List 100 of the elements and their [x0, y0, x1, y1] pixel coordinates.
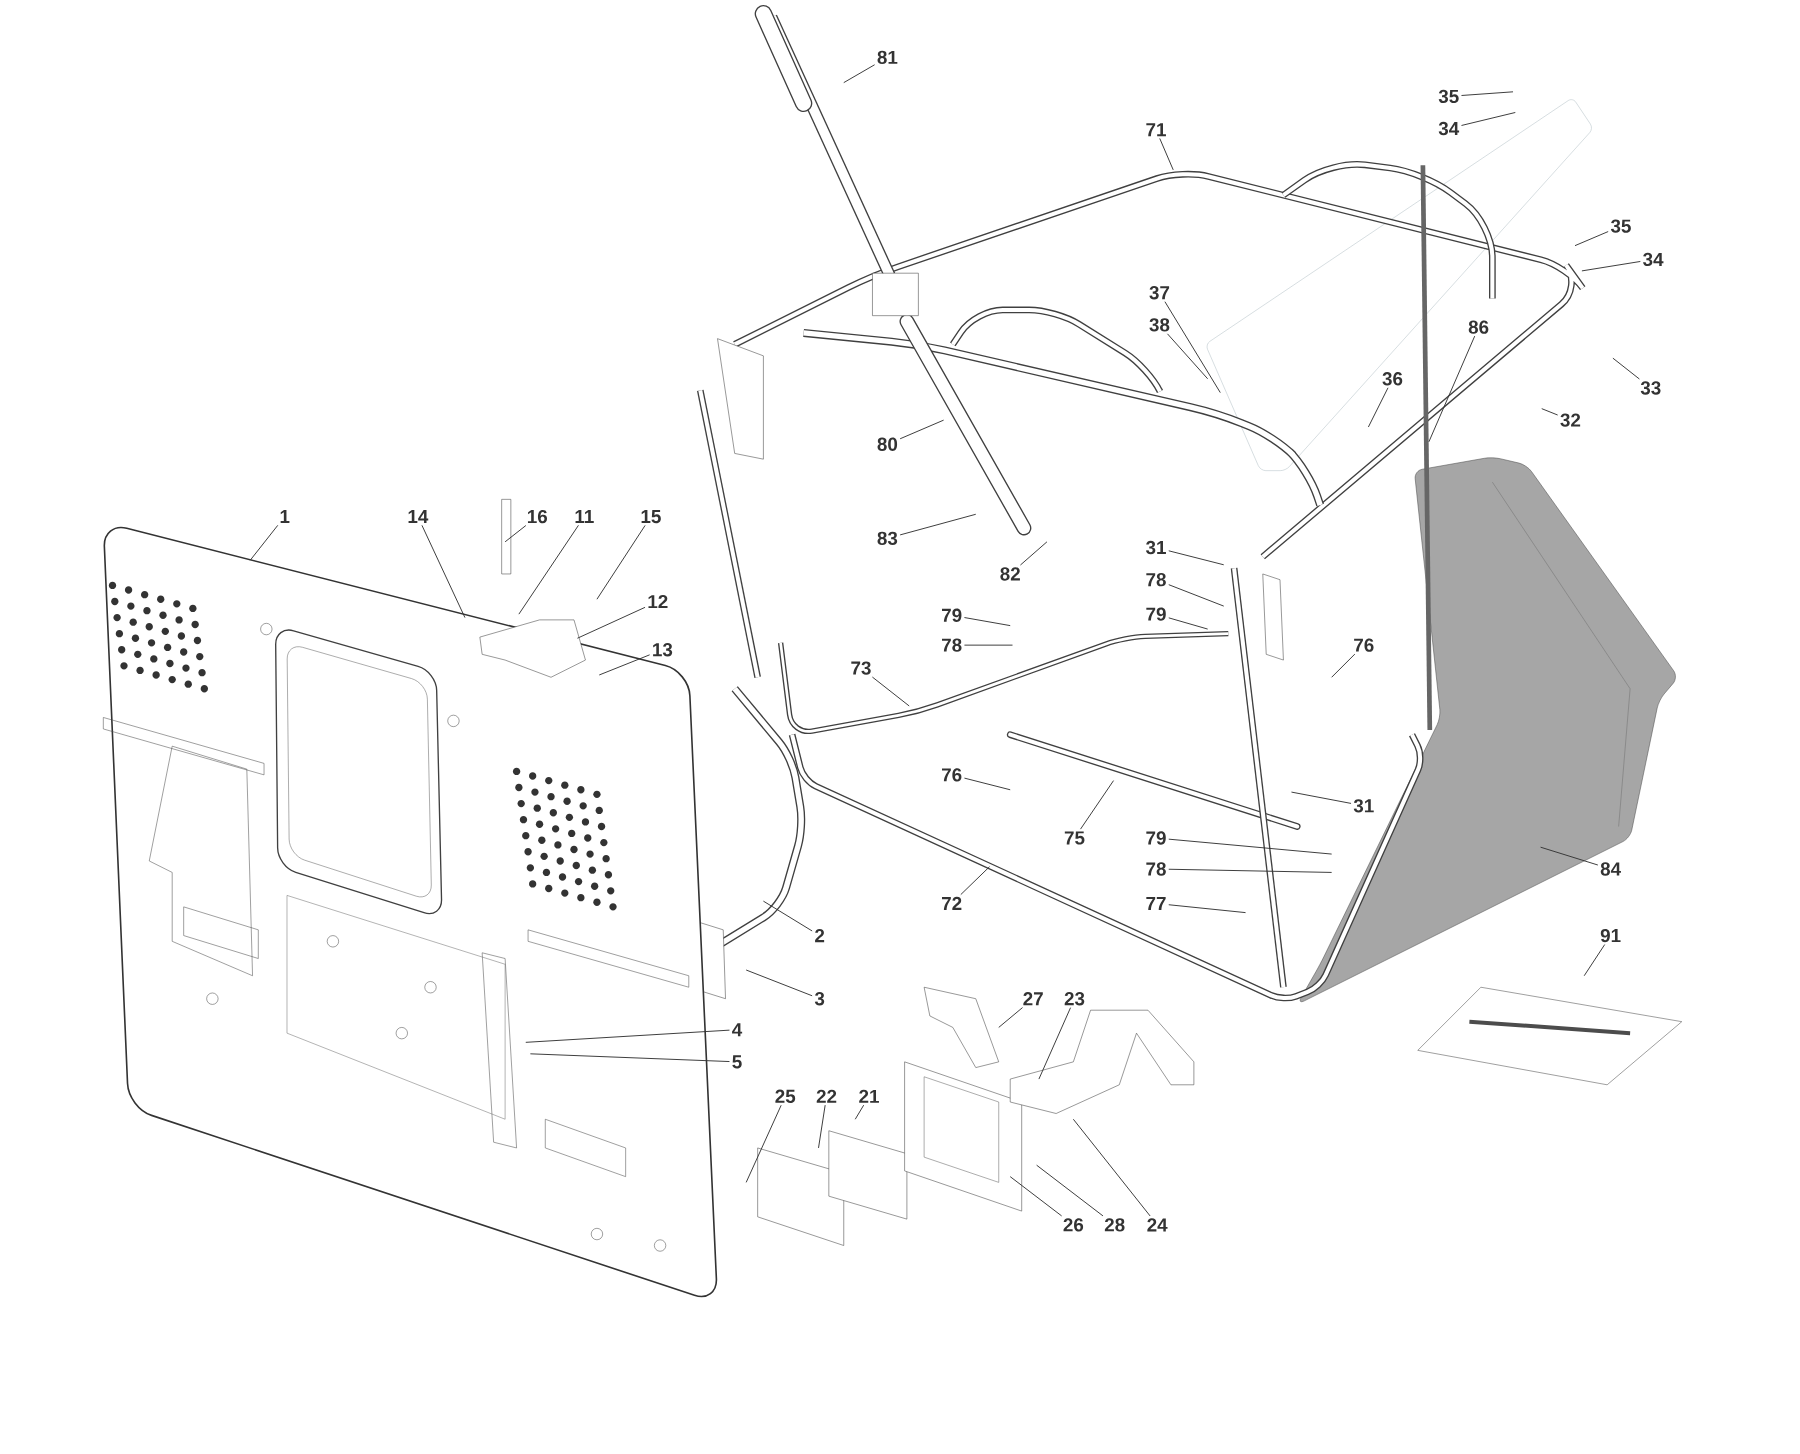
leader-line — [598, 654, 651, 676]
callout-number: 76 — [942, 767, 962, 782]
leader-line — [1168, 617, 1209, 630]
callout-number: 80 — [877, 437, 898, 451]
leader-line — [525, 1029, 730, 1043]
leader-line — [1168, 838, 1333, 855]
leader-line — [963, 616, 1011, 626]
leader-line — [1461, 91, 1514, 96]
leader-line — [1020, 541, 1048, 566]
callout-number: 37 — [1149, 285, 1170, 300]
leader-line — [998, 1006, 1023, 1028]
leader-line — [1168, 584, 1225, 607]
callout-number: 11 — [575, 509, 594, 523]
callout-number: 32 — [1560, 413, 1581, 427]
callout-number: 78 — [1146, 862, 1166, 876]
callout-number: 86 — [1468, 320, 1489, 334]
leader-line — [1428, 335, 1476, 443]
rod — [1420, 165, 1433, 730]
leader-line — [843, 64, 876, 83]
callout-number: 76 — [1354, 638, 1374, 652]
leader-line — [1159, 137, 1174, 171]
callout-number: 13 — [653, 642, 673, 657]
leader-line — [745, 969, 813, 996]
callout-number: 36 — [1382, 371, 1403, 386]
callout-number: 71 — [1146, 123, 1166, 136]
callout-number: 78 — [942, 638, 962, 652]
leader-line — [1009, 1175, 1063, 1217]
leader-line — [1583, 943, 1606, 976]
leader-line — [963, 777, 1011, 791]
callout-number: 12 — [648, 594, 668, 608]
callout-number: 3 — [814, 991, 825, 1006]
callout-number: 34 — [1643, 252, 1664, 266]
leader-line — [1331, 653, 1356, 678]
leader-line — [1168, 868, 1333, 873]
callout-number: 79 — [1146, 831, 1166, 845]
leader-line — [1072, 1118, 1151, 1217]
leader-line — [960, 866, 990, 895]
leader-line — [745, 1104, 782, 1183]
callout-number: 5 — [732, 1055, 742, 1069]
leader-line — [249, 524, 279, 561]
leader-line — [899, 419, 945, 440]
callout-number: 35 — [1610, 219, 1631, 233]
callout-number: 84 — [1600, 862, 1621, 876]
callout-number: 91 — [1600, 928, 1621, 942]
leader-line — [1167, 333, 1209, 380]
leader-line — [518, 524, 579, 615]
callout-number: 77 — [1146, 896, 1166, 910]
callout-number: 4 — [732, 1023, 743, 1036]
callout-number: 26 — [1063, 1217, 1084, 1232]
callout-number: 34 — [1438, 121, 1460, 135]
callout-number: 73 — [851, 661, 871, 675]
leader-line — [1291, 791, 1352, 804]
callout-number: 15 — [641, 509, 661, 523]
leader-line — [1168, 904, 1246, 913]
leader-line — [1164, 301, 1221, 393]
callout-number: 27 — [1023, 991, 1043, 1006]
leader-line — [421, 524, 466, 618]
callout-number: 2 — [815, 928, 825, 942]
callout-number: 16 — [527, 509, 548, 523]
leader-line — [1080, 779, 1114, 830]
callout-number: 78 — [1146, 572, 1166, 587]
leader-line — [1612, 357, 1640, 380]
callout-number: 79 — [942, 608, 962, 622]
callout-number: 35 — [1438, 89, 1459, 103]
leader-line — [871, 676, 910, 707]
callout-number: 38 — [1149, 317, 1170, 332]
leader-line — [818, 1104, 826, 1149]
leader-line — [1038, 1007, 1071, 1080]
callout-number: 24 — [1147, 1218, 1168, 1232]
callout-number: 14 — [408, 509, 429, 523]
callout-number: 81 — [877, 50, 898, 64]
callout-number: 75 — [1064, 831, 1085, 845]
leader-line — [963, 644, 1013, 646]
leader-line — [899, 513, 977, 536]
callout-number: 83 — [877, 531, 898, 545]
leader-line — [1367, 387, 1389, 428]
callout-number: 1 — [280, 509, 290, 523]
leader-line — [596, 524, 646, 600]
leader-line — [1036, 1164, 1104, 1217]
callout-number: 22 — [816, 1089, 837, 1103]
leader-line — [762, 900, 813, 932]
callout-number: 23 — [1064, 991, 1085, 1006]
callout-number: 79 — [1146, 607, 1166, 621]
leader-line — [1541, 407, 1559, 416]
callout-number: 33 — [1640, 381, 1661, 395]
leader-line — [1581, 260, 1641, 272]
leader-line — [1574, 230, 1609, 246]
leader-line — [854, 1104, 865, 1120]
leader-line — [1168, 550, 1225, 566]
leader-line — [504, 524, 527, 543]
callout-number: 72 — [942, 896, 962, 910]
leader-line — [576, 606, 646, 639]
callout-number: 28 — [1104, 1217, 1125, 1232]
leader-line — [1461, 111, 1516, 126]
callout-number: 25 — [775, 1089, 796, 1103]
callout-number: 31 — [1353, 798, 1374, 813]
callout-number: 31 — [1145, 540, 1166, 554]
leader-line — [529, 1053, 730, 1062]
callout-number: 21 — [859, 1089, 879, 1103]
callout-number: 82 — [1000, 567, 1020, 581]
